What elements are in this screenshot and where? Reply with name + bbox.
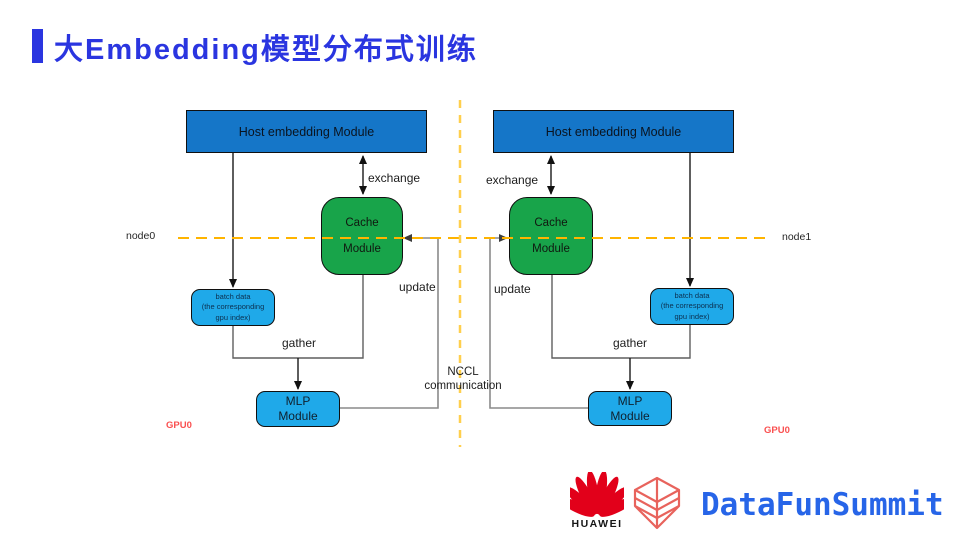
update-label-left: update — [399, 280, 436, 294]
batch-label-right-2: (the corresponding — [660, 301, 724, 311]
cache-label-right-1: Cache — [534, 217, 568, 229]
exchange-label-left: exchange — [368, 171, 421, 185]
mlp-module-right: MLP Module — [588, 391, 672, 426]
datafun-logo-icon — [633, 476, 681, 530]
line-gather-right — [551, 275, 691, 359]
batch-label-left-1: batch data — [215, 292, 251, 302]
host-embedding-module-right: Host embedding Module — [493, 110, 734, 153]
update-label-right: update — [494, 282, 531, 296]
node1-label: node1 — [782, 231, 812, 243]
mlp-label-right-2: Module — [610, 408, 650, 423]
mlp-label-left-2: Module — [278, 409, 318, 423]
datafunsummit-wordmark: DataFunSummit — [701, 487, 944, 523]
nccl-communication-label: NCCL communication — [403, 366, 523, 393]
cache-module-right: Cache Module — [509, 197, 593, 275]
batch-label-right-3: gpu index) — [674, 311, 710, 321]
cache-label-left-1: Cache — [345, 217, 379, 229]
exchange-label-right: exchange — [486, 173, 539, 187]
gpu0-label-right: GPU0 — [764, 425, 790, 436]
cache-label-left-2: Module — [343, 243, 381, 255]
node0-label: node0 — [126, 230, 156, 242]
batch-data-box-left: batch data (the corresponding gpu index) — [191, 289, 275, 326]
mlp-label-left-1: MLP — [285, 394, 311, 408]
batch-label-right-1: batch data — [674, 291, 710, 301]
host-embedding-label-left: Host embedding Module — [238, 124, 375, 139]
title-accent-bar — [32, 29, 43, 63]
batch-label-left-3: gpu index) — [215, 312, 251, 322]
page-title: 大Embedding模型分布式训练 — [54, 34, 478, 66]
host-embedding-label-right: Host embedding Module — [545, 124, 682, 139]
cache-module-left: Cache Module — [321, 197, 403, 275]
gather-label-left: gather — [282, 336, 317, 350]
nccl-line1: NCCL — [447, 366, 479, 378]
mlp-label-right-1: MLP — [617, 393, 643, 408]
batch-label-left-2: (the corresponding — [201, 302, 265, 312]
gather-label-right: gather — [613, 336, 648, 350]
huawei-logo-icon — [570, 472, 624, 517]
huawei-wordmark: HUAWEI — [571, 518, 623, 530]
host-embedding-module-left: Host embedding Module — [186, 110, 427, 153]
batch-data-box-right: batch data (the corresponding gpu index) — [650, 288, 734, 325]
gpu0-label-left: GPU0 — [166, 420, 192, 431]
cache-label-right-2: Module — [532, 243, 570, 255]
mlp-module-left: MLP Module — [256, 391, 340, 427]
nccl-line2: communication — [424, 379, 502, 392]
